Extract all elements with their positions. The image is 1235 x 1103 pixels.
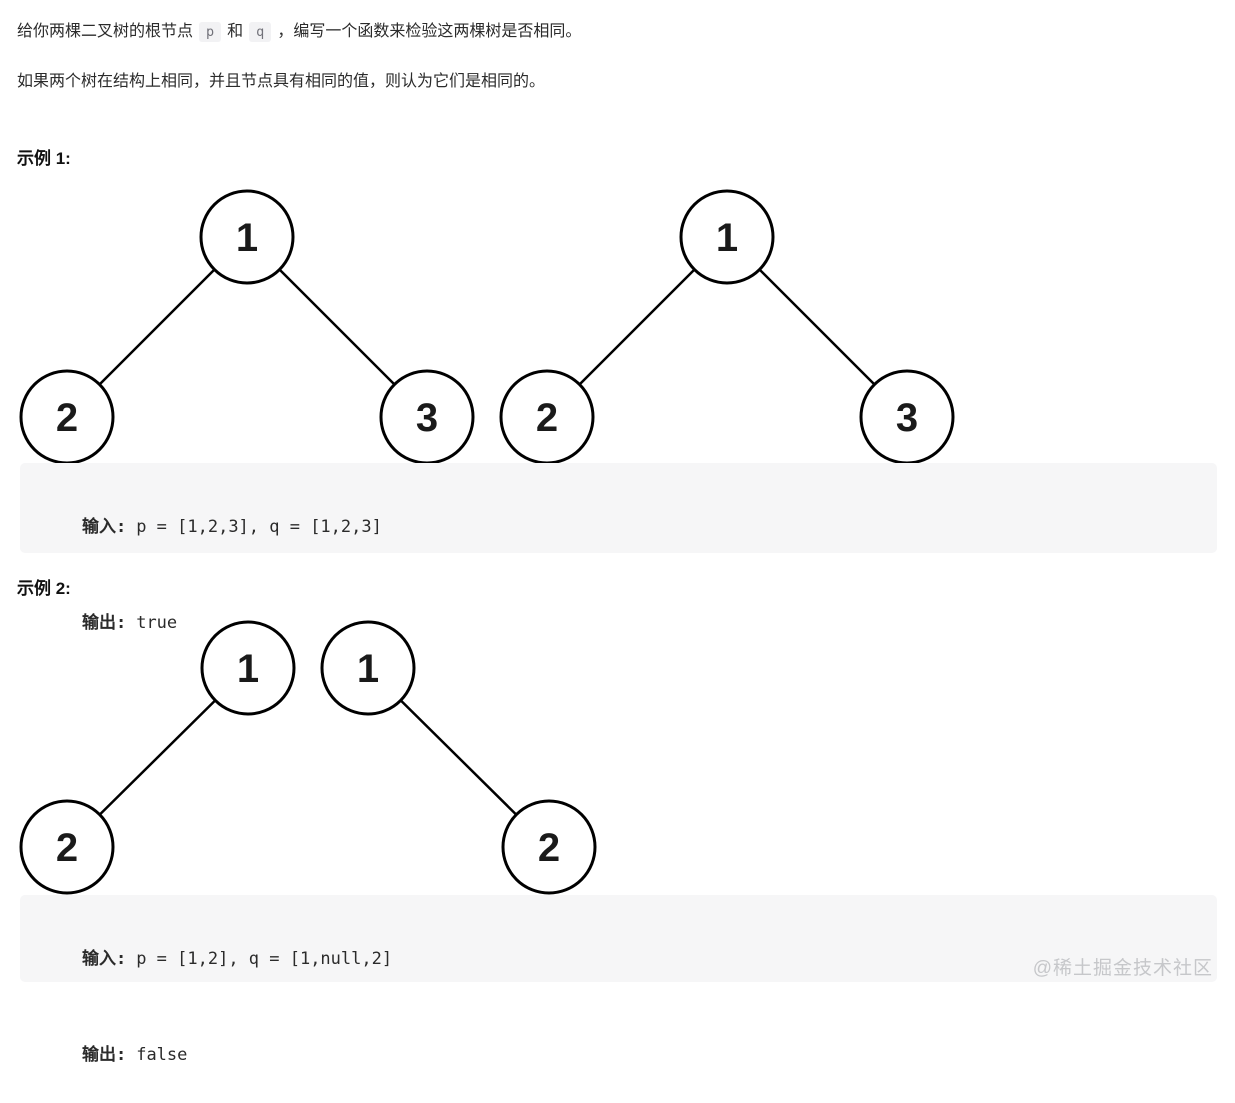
tree-node-label: 1 bbox=[716, 216, 738, 260]
tree-node bbox=[679, 189, 775, 285]
example-2-output-line: 输出: false bbox=[41, 1007, 1196, 1103]
tree-node-label: 2 bbox=[538, 826, 560, 870]
statement-text-3: ，编写一个函数来检验这两棵树是否相同。 bbox=[277, 23, 582, 40]
tree-node-label: 1 bbox=[357, 647, 379, 691]
example-1-io-block: 输入: p = [1,2,3], q = [1,2,3] 输出: true bbox=[20, 463, 1217, 633]
input-label: 输入: bbox=[81, 517, 127, 537]
example-2-heading: 示例 2: bbox=[17, 579, 71, 598]
example-2-tree-diagram: 1 2 1 2 bbox=[19, 620, 597, 895]
tree-node-label: 2 bbox=[56, 396, 78, 440]
statement-text-2: 和 bbox=[227, 23, 244, 40]
tree-node-label: 2 bbox=[56, 826, 78, 870]
example-1-output-line: 输出: true bbox=[41, 575, 1196, 671]
output-value: true bbox=[136, 613, 178, 633]
tree-node-label: 1 bbox=[236, 216, 258, 260]
input-value: p = [1,2,3], q = [1,2,3] bbox=[136, 517, 382, 537]
inline-code-p: p bbox=[199, 22, 222, 42]
output-label: 输出: bbox=[81, 613, 127, 633]
example-1-input-line: 输入: p = [1,2,3], q = [1,2,3] bbox=[41, 479, 1196, 575]
example-1-tree-diagram: 1 2 3 1 2 3 bbox=[19, 189, 955, 465]
tree-node bbox=[501, 799, 597, 895]
watermark: @稀土掘金技术社区 bbox=[1032, 958, 1213, 979]
input-value: p = [1,2], q = [1,null,2] bbox=[136, 949, 393, 969]
tree-node bbox=[320, 620, 416, 716]
tree-node-label: 2 bbox=[536, 396, 558, 440]
input-label: 输入: bbox=[81, 949, 127, 969]
tree-node bbox=[199, 189, 295, 285]
example-2-input-line: 输入: p = [1,2], q = [1,null,2] bbox=[41, 911, 1196, 1007]
tree-node-label: 3 bbox=[896, 396, 918, 440]
output-value: false bbox=[136, 1045, 188, 1065]
statement-text-1: 给你两棵二叉树的根节点 bbox=[17, 23, 194, 40]
tree-node-label: 1 bbox=[237, 647, 259, 691]
example-1-heading: 示例 1: bbox=[17, 149, 71, 168]
problem-condition: 如果两个树在结构上相同，并且节点具有相同的值，则认为它们是相同的。 bbox=[17, 73, 546, 90]
problem-page: { "page": { "watermark": "@稀土掘金技术社区" }, … bbox=[17, 18, 1217, 1065]
tree-node bbox=[19, 799, 115, 895]
example-2-io-block: 输入: p = [1,2], q = [1,null,2] 输出: false bbox=[20, 895, 1217, 1065]
inline-code-q: q bbox=[249, 22, 272, 42]
tree-node bbox=[200, 620, 296, 716]
output-label: 输出: bbox=[81, 1045, 127, 1065]
tree-node-label: 3 bbox=[416, 396, 438, 440]
